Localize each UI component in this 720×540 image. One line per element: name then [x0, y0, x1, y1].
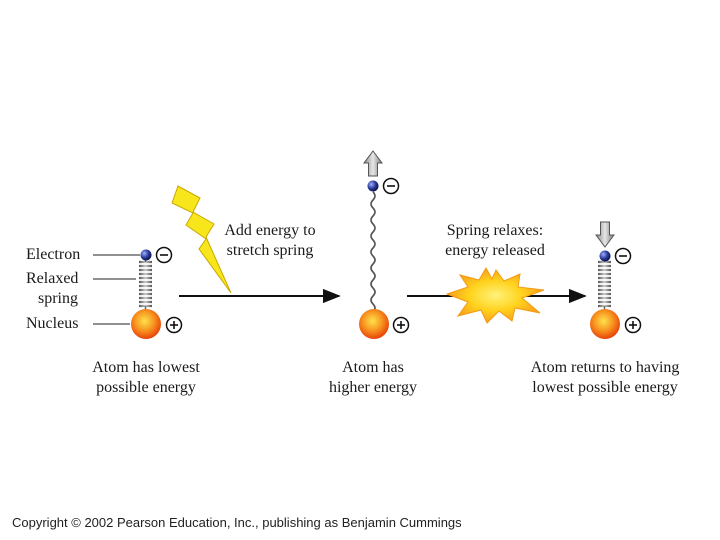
transition-1-text-line-2: stretch spring — [226, 242, 314, 259]
atom-step-1 — [93, 246, 183, 339]
electron — [367, 180, 379, 192]
positive-charge-icon — [624, 316, 642, 334]
lightning-bolt-icon — [171, 185, 232, 294]
relaxed-spring — [139, 260, 152, 308]
nucleus-label: Nucleus — [26, 315, 79, 332]
negative-charge-icon — [382, 177, 400, 195]
step-1-caption-line-2: possible energy — [96, 379, 196, 396]
electron — [140, 249, 152, 261]
transition-add-energy — [171, 185, 341, 304]
arrow-down-icon — [595, 221, 615, 248]
atom-step-2 — [359, 150, 410, 339]
atom-step-3 — [590, 221, 642, 339]
step-3-caption-line-2: lowest possible energy — [532, 379, 678, 396]
nucleus — [590, 309, 620, 339]
step-1-caption: Atom has lowest possible energy — [66, 358, 226, 398]
transition-2-text-line-2: energy released — [445, 242, 545, 259]
electron — [599, 250, 611, 262]
stretched-spring — [370, 191, 376, 321]
step-2-caption: Atom has higher energy — [303, 358, 443, 398]
step-3-caption-line-1: Atom returns to having — [530, 359, 680, 376]
transition-1-text: Add energy to stretch spring — [200, 221, 340, 261]
relaxed-spring-label-line-2: spring — [38, 290, 78, 307]
nucleus — [359, 309, 389, 339]
transition-1-text-line-1: Add energy to — [224, 222, 316, 239]
transition-2-text-line-1: Spring relaxes: — [446, 222, 544, 239]
negative-charge-icon — [614, 247, 632, 265]
positive-charge-icon — [392, 316, 410, 334]
step-2-caption-line-2: higher energy — [328, 379, 418, 396]
transition-release-energy — [407, 266, 587, 324]
energy-burst-icon — [445, 266, 545, 324]
negative-charge-icon — [155, 246, 173, 264]
arrow-up-icon — [363, 150, 383, 177]
step-3-caption: Atom returns to having lowest possible e… — [500, 358, 710, 398]
relaxed-spring-label-line-1: Relaxed — [26, 270, 79, 287]
step-2-caption-line-1: Atom has — [342, 359, 404, 376]
transition-2-text: Spring relaxes: energy released — [420, 221, 570, 261]
nucleus — [131, 309, 161, 339]
positive-charge-icon — [165, 316, 183, 334]
copyright-notice: Copyright © 2002 Pearson Education, Inc.… — [12, 515, 462, 530]
relaxed-spring — [598, 260, 611, 308]
electron-label: Electron — [26, 246, 81, 263]
step-1-caption-line-1: Atom has lowest — [92, 359, 200, 376]
